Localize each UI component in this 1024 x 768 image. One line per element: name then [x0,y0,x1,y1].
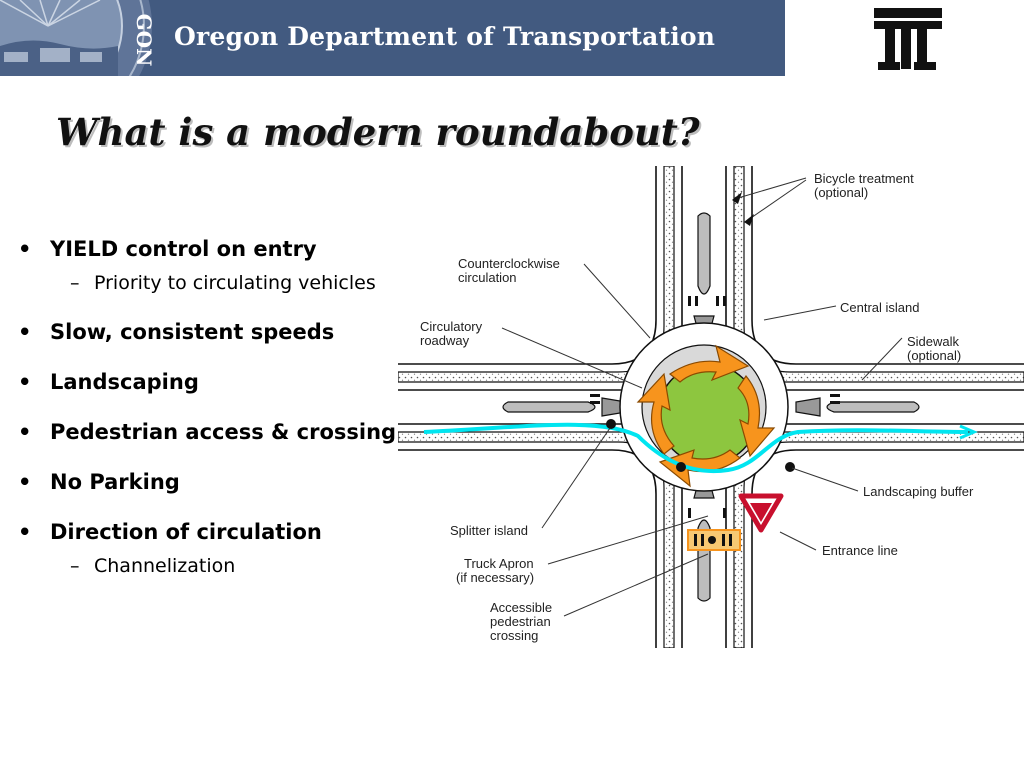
odot-logo-icon [874,8,942,70]
roundabout-diagram: Bicycle treatment (optional) Countercloc… [398,166,1024,648]
flow-arrowhead-icon [959,424,978,440]
label-central-island: Central island [840,300,920,315]
label-splitter-island: Splitter island [450,523,528,538]
label-entrance-line: Entrance line [822,543,898,558]
bullet-landscaping: Landscaping [18,369,410,396]
central-island [657,363,759,465]
label-ccw-1: Counterclockwise [458,256,560,271]
leader-arrowhead-icon [732,192,742,204]
label-truck-apron-1: Truck Apron [464,556,534,571]
ped-crossing-box-icon [687,529,741,551]
circulation-arrows [636,344,776,488]
label-bicycle-2: (optional) [814,185,868,200]
label-ped-2: pedestrian [490,614,551,629]
label-bicycle-1: Bicycle treatment [814,171,914,186]
sub-bullet-priority: Priority to circulating vehicles [50,271,410,296]
label-circulatory-2: roadway [420,333,470,348]
marker-dots [606,419,795,472]
flow-path [423,422,969,474]
label-circulatory-1: Circulatory [420,319,483,334]
bullet-list: YIELD control on entry Priority to circu… [18,236,410,602]
sub-list: Priority to circulating vehicles [50,271,410,296]
header-banner: GON Oregon Department of Transportation [0,0,785,76]
sub-bullet-channelization: Channelization [50,554,410,579]
agency-name: Oregon Department of Transportation [174,22,716,51]
crosswalk-marks [590,296,840,518]
bullet-direction: Direction of circulation Channelization [18,519,410,579]
slide-title: What is a modern roundabout? [56,110,700,154]
callout-leaders [501,177,903,617]
yield-sign-icon [738,493,784,533]
label-sidewalk-1: Sidewalk [907,334,960,349]
label-ccw-2: circulation [458,270,517,285]
label-ped-1: Accessible [490,600,552,615]
leader-arrowhead-icon [744,214,754,226]
label-sidewalk-2: (optional) [907,348,961,363]
bullet-pedestrian: Pedestrian access & crossing [18,419,410,446]
bullet-yield: YIELD control on entry Priority to circu… [18,236,410,296]
bullet-parking: No Parking [18,469,410,496]
label-ped-3: crossing [490,628,538,643]
bullet-speeds: Slow, consistent speeds [18,319,410,346]
oregon-seal-icon: GON [0,0,156,76]
sub-list: Channelization [50,554,410,579]
label-truck-apron-2: (if necessary) [456,570,534,585]
seal-text: GON [132,14,156,67]
label-landscaping-buffer: Landscaping buffer [863,484,974,499]
